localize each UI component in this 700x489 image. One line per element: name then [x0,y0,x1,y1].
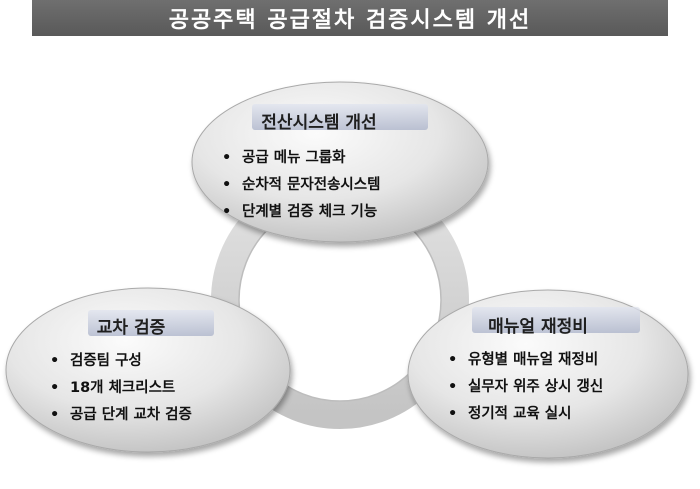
list-item-text: 단계별 검증 체크 기능 [242,204,378,220]
bubble-right-list: • 유형별 매뉴얼 재정비 • 실무자 위주 상시 갱신 • 정기적 교육 실시 [448,347,668,428]
list-item: • 순차적 문자전송시스템 [222,172,462,199]
list-item-text: 공급 단계 교차 검증 [70,407,192,423]
bullet-icon: • [50,407,60,423]
bullet-icon: • [448,352,458,368]
list-item: • 18개 체크리스트 [50,375,260,402]
bubble-top-heading: 전산시스템 개선 [261,113,377,133]
bubble-right-heading: 매뉴얼 재정비 [488,317,588,337]
list-item-text: 유형별 매뉴얼 재정비 [468,352,599,368]
bubble-top: 전산시스템 개선 • 공급 메뉴 그룹화 • 순차적 문자전송시스템 • 단계별 검증… [222,108,462,226]
diagram-title: 공공주택 공급절차 검증시스템 개선 [32,0,668,36]
bubble-left-heading-band [88,310,214,336]
bubble-left: 교차 검증 • 검증팀 구성 • 18개 체크리스트 • 공급 단계 교차 검증 [50,313,260,429]
list-item: • 유형별 매뉴얼 재정비 [448,347,668,374]
bubble-left-heading: 교차 검증 [96,318,166,338]
list-item: • 공급 단계 교차 검증 [50,402,260,429]
list-item-text: 공급 메뉴 그룹화 [242,150,346,166]
bubble-top-list: • 공급 메뉴 그룹화 • 순차적 문자전송시스템 • 단계별 검증 체크 기능 [222,145,462,226]
list-item: • 실무자 위주 상시 갱신 [448,374,668,401]
list-item-text: 검증팀 구성 [70,353,142,369]
bullet-icon: • [50,353,60,369]
bullet-icon: • [222,204,232,220]
bubble-top-heading-band [252,104,428,130]
bullet-icon: • [448,379,458,395]
list-item: • 검증팀 구성 [50,348,260,375]
list-item: • 단계별 검증 체크 기능 [222,199,462,226]
list-item-text: 18개 체크리스트 [70,380,176,396]
bubble-left-shape [5,287,291,453]
bullet-icon: • [50,380,60,396]
bullet-icon: • [222,150,232,166]
bubble-left-list: • 검증팀 구성 • 18개 체크리스트 • 공급 단계 교차 검증 [50,348,260,429]
list-item-text: 실무자 위주 상시 갱신 [468,379,604,395]
bubble-right-heading-band [472,307,640,333]
bullet-icon: • [448,406,458,422]
bubble-right: 매뉴얼 재정비 • 유형별 매뉴얼 재정비 • 실무자 위주 상시 갱신 • 정기적 … [448,312,668,428]
bullet-icon: • [222,177,232,193]
list-item-text: 정기적 교육 실시 [468,406,572,422]
list-item: • 정기적 교육 실시 [448,401,668,428]
list-item-text: 순차적 문자전송시스템 [242,177,381,193]
list-item: • 공급 메뉴 그룹화 [222,145,462,172]
